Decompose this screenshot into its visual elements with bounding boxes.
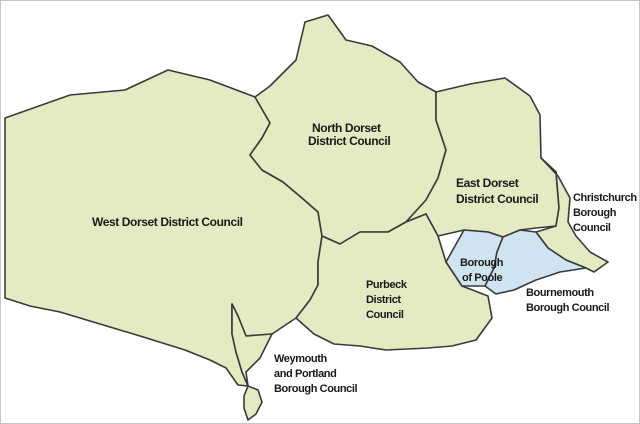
label-east-dorset-2: District Council	[456, 192, 538, 206]
region-portland-island	[243, 385, 263, 421]
label-purbeck-3: Council	[366, 309, 404, 321]
label-north-dorset-1: North Dorset	[312, 121, 381, 135]
label-north-dorset-2: District Council	[308, 134, 390, 148]
region-purbeck	[295, 213, 493, 351]
label-christchurch-3: Council	[573, 222, 611, 234]
label-weymouth-1: Weymouth	[274, 353, 328, 365]
label-poole-2: of Poole	[462, 272, 502, 284]
label-bournemouth-1: Bournemouth	[526, 287, 594, 299]
label-west-dorset: West Dorset District Council	[92, 215, 243, 229]
label-weymouth-2: and Portland	[274, 368, 336, 380]
label-bournemouth-2: Borough Council	[526, 302, 610, 314]
region-christchurch	[535, 157, 609, 273]
label-poole-1: Borough	[460, 257, 504, 269]
label-purbeck-1: Purbeck	[366, 279, 408, 291]
label-purbeck-2: District	[366, 294, 401, 306]
label-christchurch-2: Borough	[573, 207, 617, 219]
region-bournemouth	[484, 229, 587, 295]
label-christchurch-1: Christchurch	[573, 192, 637, 204]
region-weymouth-portland	[231, 303, 273, 387]
label-east-dorset-1: East Dorset	[456, 176, 519, 190]
label-weymouth-3: Borough Council	[274, 383, 358, 395]
